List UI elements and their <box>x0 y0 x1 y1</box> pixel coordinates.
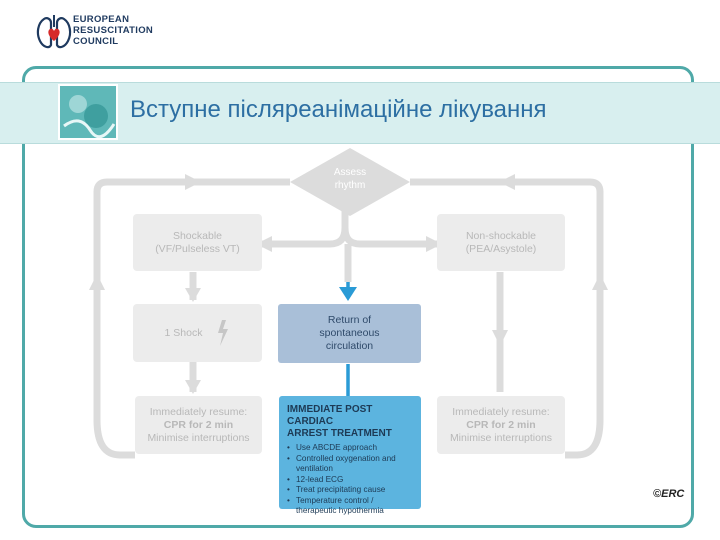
non-shockable-line-2: (PEA/Asystole) <box>465 242 537 255</box>
arrowhead-cpr-left <box>185 380 201 394</box>
title-band <box>0 82 720 144</box>
arrowhead-left-loop <box>89 274 105 290</box>
rosc-line-3: circulation <box>325 340 374 352</box>
right-resume-line-1: Immediately resume: <box>452 405 550 418</box>
list-item: Temperature control / therapeutic hypoth… <box>287 496 413 517</box>
shock-label: 1 Shock <box>164 326 203 339</box>
assess-line-2: rhythm <box>334 180 366 191</box>
assess-line-1: Assess <box>333 167 367 178</box>
thumbnail-pattern-icon <box>63 95 116 139</box>
assess-rhythm-diamond <box>290 148 410 216</box>
non-shockable-line-1: Non-shockable <box>465 229 537 242</box>
arrowhead-branch-right <box>426 236 442 252</box>
rosc-box: Return of spontaneous circulation <box>278 304 421 363</box>
post-title-line-1: IMMEDIATE POST CARDIAC <box>287 404 373 427</box>
arrowhead-top-right <box>499 174 515 190</box>
arrowhead-rosc <box>339 287 357 301</box>
erc-logo-icon <box>36 15 72 49</box>
logo-text: EUROPEAN RESUSCITATION COUNCIL <box>73 14 153 47</box>
list-item: Treat precipitating cause <box>287 485 413 496</box>
arrowhead-top-left <box>185 174 201 190</box>
right-resume-line-2: CPR for 2 min <box>466 418 536 431</box>
title-thumbnail-image <box>58 84 118 140</box>
shockable-line-2: (VF/Pulseless VT) <box>155 242 240 255</box>
erc-credit: ©ERC <box>653 488 685 500</box>
left-resume-line-2: CPR for 2 min <box>163 418 234 431</box>
right-resume-box: Immediately resume: CPR for 2 min Minimi… <box>437 396 565 454</box>
logo-line-1: EUROPEAN <box>73 14 130 25</box>
post-arrest-list: Use ABCDE approach Controlled oxygenatio… <box>287 443 413 517</box>
slide-title: Вступне післяреанімаційне лікування <box>130 96 547 123</box>
post-title-line-2: ARREST TREATMENT <box>287 428 392 439</box>
left-resume-line-3: Minimise interruptions <box>147 431 250 444</box>
post-arrest-treatment-box: IMMEDIATE POST CARDIAC ARREST TREATMENT … <box>279 396 421 515</box>
shock-box: 1 Shock <box>133 304 262 362</box>
logo-line-3: COUNCIL <box>73 36 119 47</box>
left-resume-box: Immediately resume: CPR for 2 min Minimi… <box>135 396 262 454</box>
list-item: 12-lead ECG <box>287 475 413 486</box>
slide-frame <box>22 66 694 528</box>
non-shockable-box: Non-shockable (PEA/Asystole) <box>437 214 565 271</box>
list-item: Controlled oxygenation and ventilation <box>287 454 413 475</box>
assess-rhythm-label: Assess rhythm <box>310 166 390 192</box>
arrowhead-right-loop <box>592 274 608 290</box>
arrowhead-branch-left <box>256 236 272 252</box>
logo-line-2: RESUSCITATION <box>73 25 154 36</box>
shockable-box: Shockable (VF/Pulseless VT) <box>133 214 262 271</box>
rosc-line-2: spontaneous <box>319 327 380 339</box>
rosc-line-1: Return of <box>327 314 372 326</box>
shockable-line-1: Shockable <box>172 229 223 242</box>
list-item: Use ABCDE approach <box>287 443 413 454</box>
right-resume-line-3: Minimise interruptions <box>449 431 553 444</box>
arrowhead-shockable <box>185 288 201 302</box>
left-resume-line-1: Immediately resume: <box>149 405 248 418</box>
post-arrest-title: IMMEDIATE POST CARDIAC ARREST TREATMENT <box>287 404 413 440</box>
arrowhead-non-shockable <box>492 330 508 346</box>
lightning-icon <box>218 320 229 346</box>
